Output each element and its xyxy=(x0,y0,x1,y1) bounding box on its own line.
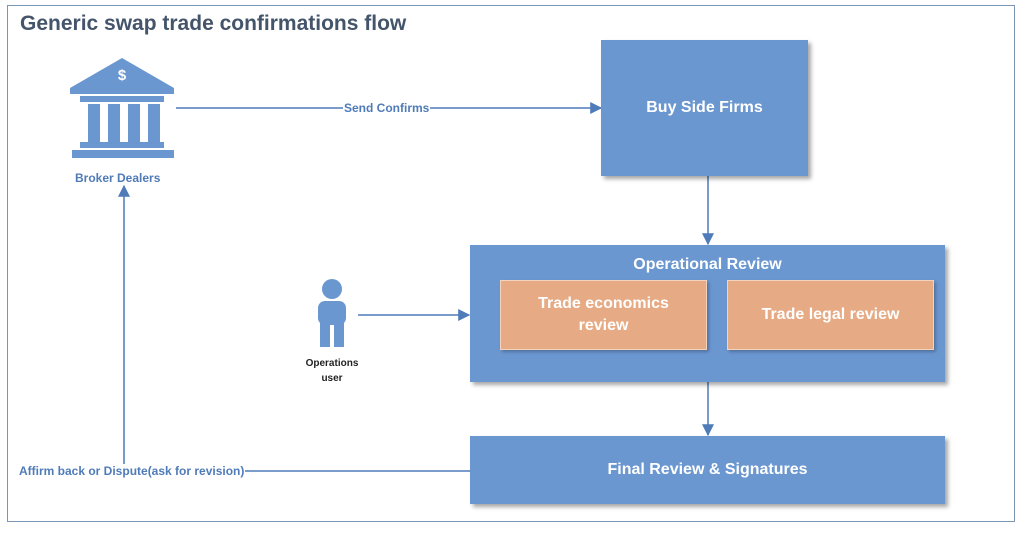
buy-side-firms-box: Buy Side Firms xyxy=(601,40,808,176)
trade-economics-review-box: Trade economics review xyxy=(500,280,707,350)
affirm-dispute-label: Affirm back or Dispute(ask for revision) xyxy=(18,464,246,478)
buy-side-firms-label: Buy Side Firms xyxy=(646,99,763,116)
bank-icon: $ xyxy=(70,58,174,158)
person-icon xyxy=(318,279,346,347)
broker-dealers-label: Broker Dealers xyxy=(75,171,161,185)
operations-user-label: Operations user xyxy=(296,357,368,386)
operational-review-label: Operational Review xyxy=(633,256,782,273)
trade-economics-review-label: Trade economics review xyxy=(538,295,669,334)
operations-user-label-line1: Operations xyxy=(305,358,359,369)
affirm-dispute-connector xyxy=(118,184,470,472)
trade-legal-review-label: Trade legal review xyxy=(761,306,900,323)
final-review-label: Final Review & Signatures xyxy=(607,461,808,478)
send-confirms-label: Send Confirms xyxy=(343,101,431,115)
trade-legal-review-box: Trade legal review xyxy=(727,280,934,350)
final-review-box: Final Review & Signatures xyxy=(470,436,945,504)
diagram-title: Generic swap trade confirmations flow xyxy=(20,12,407,35)
dollar-symbol: $ xyxy=(118,67,127,84)
operations-user-label-line2: user xyxy=(321,372,343,384)
